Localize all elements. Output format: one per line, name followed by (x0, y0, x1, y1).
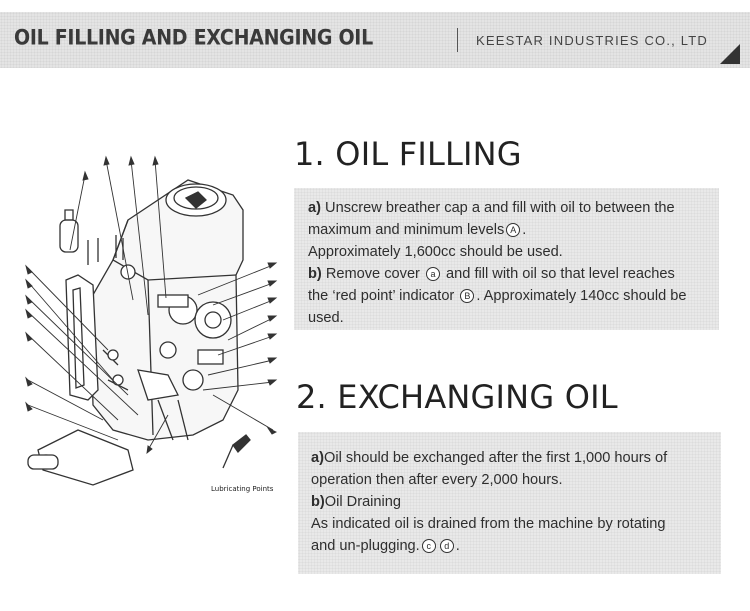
company-name: KEESTAR INDUSTRIES CO., LTD (476, 33, 709, 48)
marker-d: d (439, 539, 454, 553)
oil-filling-textbox: a) Unscrew breather cap a and fill with … (294, 188, 719, 330)
page-title: OIL FILLING AND EXCHANGING OIL (14, 25, 373, 51)
corner-triangle-icon (720, 44, 740, 64)
step-text: . (522, 222, 527, 238)
exchanging-oil-textbox: a)Oil should be exchanged after the firs… (298, 432, 721, 574)
step-text: Oil Draining (324, 494, 402, 510)
marker-c: c (421, 539, 436, 553)
step-label: a) (311, 450, 324, 466)
step-text: Remove cover (321, 266, 424, 282)
marker-a-lower: a (425, 267, 440, 281)
step-text: Unscrew breather cap a and fill with oil… (320, 200, 675, 216)
step-text: . Approximately 140cc should be (476, 288, 687, 304)
step-text: Approximately 1,600cc should be used. (308, 244, 563, 260)
step-label: b) (311, 494, 325, 510)
step-text: As indicated oil is drained from the mac… (311, 516, 666, 532)
step-text: maximum and minimum levels (308, 222, 505, 238)
header-divider (457, 28, 458, 52)
section-title-exchanging-oil: 2. EXCHANGING OIL (296, 378, 618, 416)
step-text: the ‘red point’ indicator (308, 288, 459, 304)
diagram-caption: Lubricating Points (211, 485, 274, 493)
step-text: operation then after every 2,000 hours. (311, 472, 563, 488)
page-header: OIL FILLING AND EXCHANGING OIL KEESTAR I… (0, 12, 750, 68)
marker-b-upper: B (460, 289, 475, 303)
step-label: b) (308, 266, 322, 282)
step-text: and un-plugging. (311, 538, 420, 554)
section-title-oil-filling: 1. OIL FILLING (294, 135, 522, 173)
marker-a-upper: A (506, 223, 521, 237)
lubricating-points-diagram: Lubricating Points (25, 155, 278, 493)
step-text: and fill with oil so that level reaches (441, 266, 675, 282)
step-label: a) (308, 200, 321, 216)
step-text: used. (308, 310, 344, 326)
step-text: Oil should be exchanged after the first … (323, 450, 668, 466)
step-text: . (455, 538, 460, 554)
